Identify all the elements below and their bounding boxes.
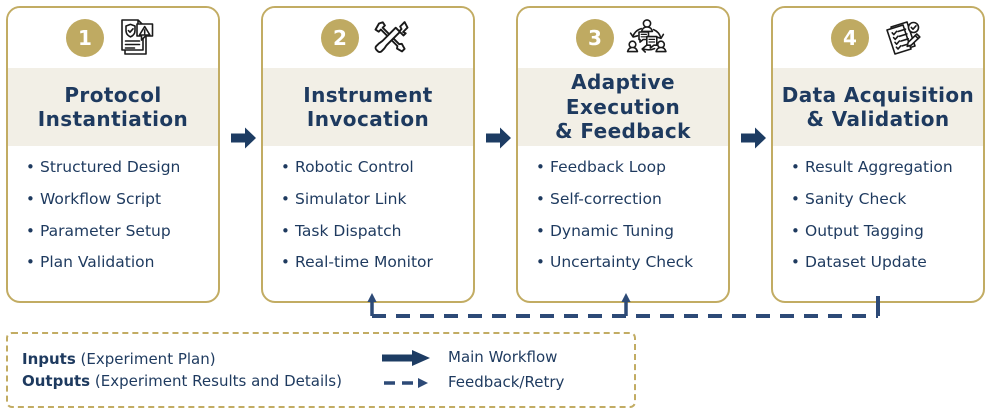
bullet-marker: • — [536, 221, 545, 240]
card-2-header: 2 — [263, 8, 473, 68]
stage-card-2[interactable]: 2 Instrument Invocation • Robotic Control… — [261, 6, 475, 303]
bullet-marker: • — [281, 221, 290, 240]
bullet-text: Result Aggregation — [805, 158, 953, 176]
bullet-text: Parameter Setup — [40, 221, 171, 240]
stage-number-badge-2: 2 — [321, 19, 359, 57]
bullet-text: Feedback Loop — [550, 158, 666, 176]
collaboration-feedback-loop-icon — [624, 16, 670, 60]
list-item: • Real-time Monitor — [281, 253, 473, 272]
feedback-arrowhead-card2 — [367, 293, 377, 302]
card-1-title-band: Protocol Instantiation — [8, 68, 218, 146]
bullet-marker: • — [281, 253, 290, 272]
bullet-marker: • — [536, 158, 545, 176]
bullet-text: Uncertainty Check — [550, 253, 694, 272]
legend-main-workflow-row: Main Workflow — [378, 349, 634, 367]
stage-card-3[interactable]: 3 — [516, 6, 730, 303]
bullet-marker: • — [26, 253, 35, 272]
card-1-title: Protocol Instantiation — [37, 82, 189, 131]
main-workflow-arrow-icon — [378, 349, 434, 367]
legend-outputs-row: Outputs (Experiment Results and Details) — [22, 371, 368, 390]
list-item: • Plan Validation — [26, 253, 218, 272]
bullet-marker: • — [791, 158, 800, 176]
legend-main-workflow-label: Main Workflow — [448, 348, 558, 366]
bullet-marker: • — [791, 221, 800, 240]
list-item: • Dynamic Tuning — [536, 221, 728, 240]
list-item: • Parameter Setup — [26, 221, 218, 240]
main-workflow-arrow-2-to-3 — [485, 126, 513, 150]
legend-inputs-row: Inputs (Experiment Plan) — [22, 349, 368, 368]
bullet-marker: • — [26, 221, 35, 240]
list-item: • Robotic Control — [281, 158, 473, 176]
feedback-retry-arrow-icon — [378, 374, 434, 392]
card-3-title: Adaptive Execution & Feedback — [555, 70, 691, 144]
bullet-marker: • — [281, 158, 290, 176]
bullet-text: Task Dispatch — [295, 221, 402, 240]
stage-card-1[interactable]: 1 — [6, 6, 220, 303]
legend-inputs-detail: (Experiment Plan) — [75, 349, 216, 368]
legend-feedback-retry-row: Feedback/Retry — [378, 374, 634, 392]
bullet-text: Robotic Control — [295, 158, 414, 176]
stage-number-badge-3: 3 — [576, 19, 614, 57]
list-item: • Uncertainty Check — [536, 253, 728, 272]
legend-feedback-retry-label: Feedback/Retry — [448, 373, 565, 391]
legend-box: Inputs (Experiment Plan) Outputs (Experi… — [6, 332, 636, 408]
bullet-text: Structured Design — [40, 158, 181, 176]
list-item: • Workflow Script — [26, 189, 218, 208]
list-item: • Sanity Check — [791, 189, 983, 208]
list-item: • Task Dispatch — [281, 221, 473, 240]
list-item: • Simulator Link — [281, 189, 473, 208]
list-item: • Self-correction — [536, 189, 728, 208]
bullet-text: Sanity Check — [805, 189, 907, 208]
stage-number-badge-4: 4 — [831, 19, 869, 57]
feedback-retry-connector — [367, 293, 880, 318]
list-item: • Feedback Loop — [536, 158, 728, 176]
card-2-title: Instrument Invocation — [303, 82, 433, 131]
feedback-arrowhead-card3 — [621, 293, 631, 302]
main-workflow-arrow-1-to-2 — [230, 126, 258, 150]
legend-outputs-label: Outputs — [22, 371, 91, 390]
legend-io-column: Inputs (Experiment Plan) Outputs (Experi… — [8, 345, 368, 396]
card-1-header: 1 — [8, 8, 218, 68]
list-item: • Result Aggregation — [791, 158, 983, 176]
stage-number-badge-1: 1 — [66, 19, 104, 57]
list-item: • Dataset Update — [791, 253, 983, 272]
bullet-marker: • — [536, 189, 545, 208]
bullet-marker: • — [536, 253, 545, 272]
legend-inputs-label: Inputs — [22, 349, 76, 368]
card-1-bullet-list: • Structured Design • Workflow Script • Par… — [8, 146, 218, 271]
bullet-text: Plan Validation — [40, 253, 155, 272]
bullet-text: Self-correction — [550, 189, 662, 208]
stage-card-4[interactable]: 4 — [771, 6, 985, 303]
card-3-header: 3 — [518, 8, 728, 68]
card-4-title: Data Acquisition & Validation — [781, 82, 975, 131]
bullet-text: Workflow Script — [40, 189, 162, 208]
bullet-marker: • — [281, 189, 290, 208]
card-3-title-band: Adaptive Execution & Feedback — [518, 68, 728, 146]
list-item: • Structured Design — [26, 158, 218, 176]
bullet-text: Dataset Update — [805, 253, 927, 272]
card-4-header: 4 — [773, 8, 983, 68]
bullet-marker: • — [791, 189, 800, 208]
card-2-bullet-list: • Robotic Control • Simulator Link • Task D… — [263, 146, 473, 271]
bullet-marker: • — [26, 158, 35, 176]
bullet-text: Dynamic Tuning — [550, 221, 675, 240]
bullet-text: Output Tagging — [805, 221, 924, 240]
bullet-text: Simulator Link — [295, 189, 407, 208]
card-4-bullet-list: • Result Aggregation • Sanity Check • Outpu… — [773, 146, 983, 271]
main-workflow-arrow-3-to-4 — [740, 126, 768, 150]
bullet-text: Real-time Monitor — [295, 253, 433, 272]
document-shield-warning-icon — [114, 16, 160, 60]
checklist-clipboard-pen-icon — [879, 16, 925, 60]
list-item: • Output Tagging — [791, 221, 983, 240]
card-3-bullet-list: • Feedback Loop • Self-correction • Dynamic… — [518, 146, 728, 271]
legend-outputs-detail: (Experiment Results and Details) — [90, 371, 342, 390]
legend-arrow-key-column: Main Workflow Feedback/Retry — [368, 342, 634, 399]
bullet-marker: • — [26, 189, 35, 208]
bullet-marker: • — [791, 253, 800, 272]
card-2-title-band: Instrument Invocation — [263, 68, 473, 146]
card-4-title-band: Data Acquisition & Validation — [773, 68, 983, 146]
wrench-screwdriver-tools-icon — [369, 16, 415, 60]
